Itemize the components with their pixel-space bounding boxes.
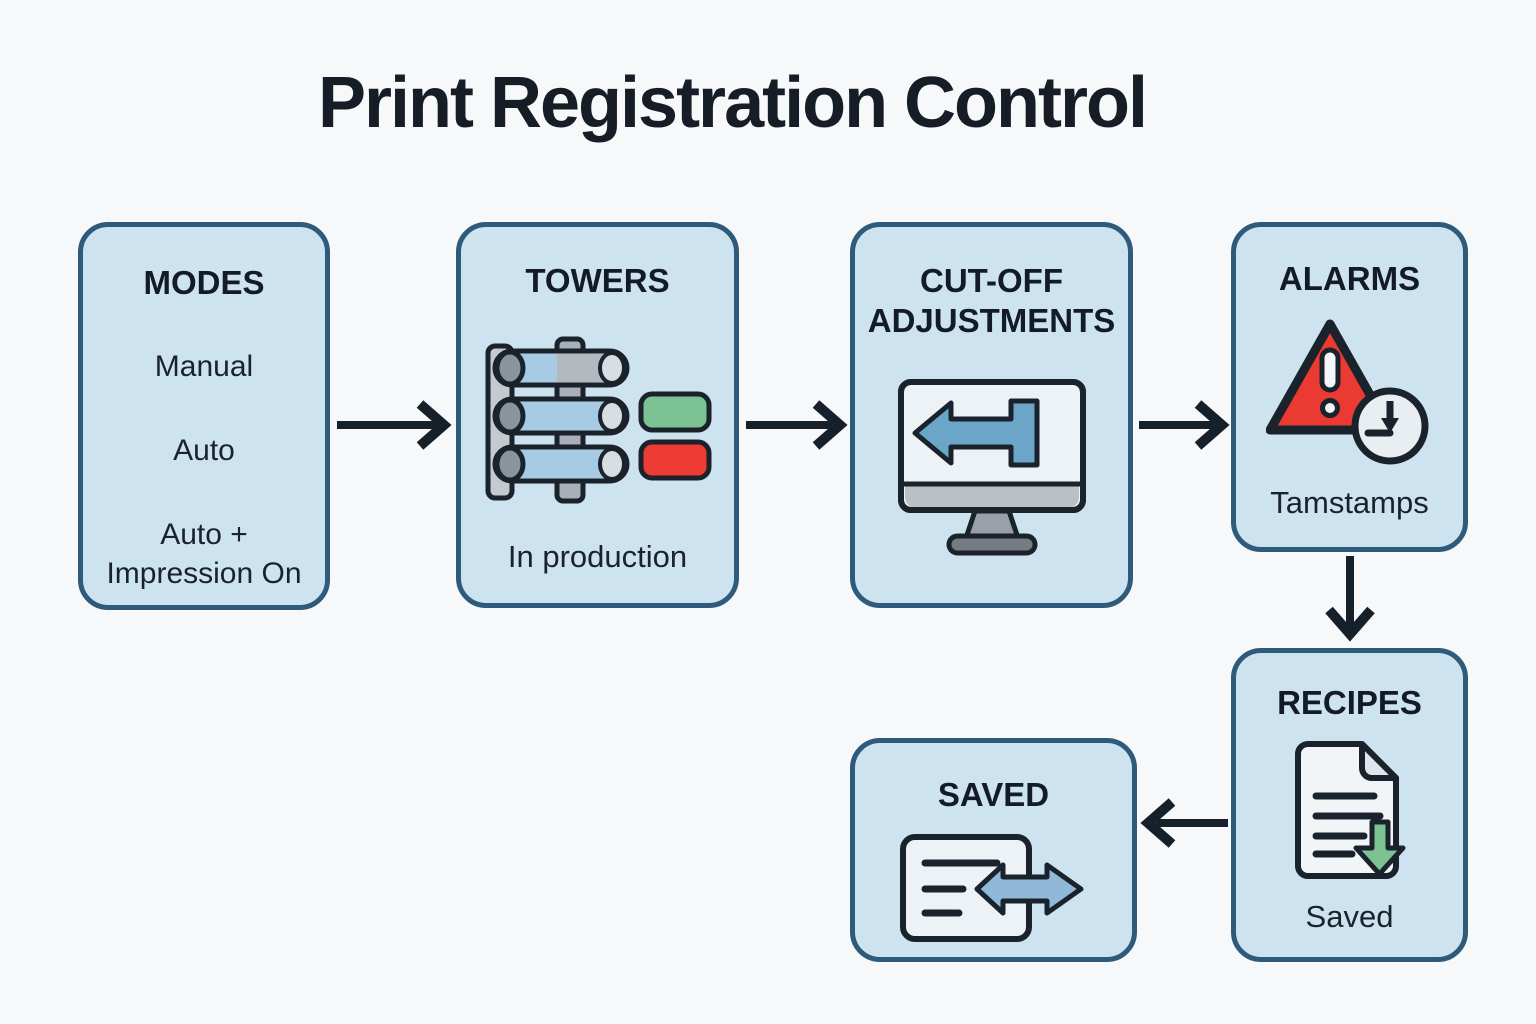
node-modes: MODES Manual Auto Auto + Impression On [78, 222, 330, 610]
alarms-caption: Tamstamps [1270, 485, 1429, 520]
transfer-arrow [974, 862, 1083, 916]
modes-title: MODES [143, 264, 265, 301]
status-ok-pill [638, 391, 711, 433]
monitor-cutoff-arrow-icon [897, 378, 1087, 556]
node-towers: TOWERS [456, 222, 739, 608]
press-towers-icon [483, 336, 713, 504]
document-download-icon [1292, 740, 1407, 882]
node-recipes: RECIPES Saved [1231, 648, 1468, 962]
recipes-caption: Saved [1305, 899, 1394, 934]
warning-clock-icon [1265, 316, 1434, 468]
modes-item-auto-impression: Auto + Impression On [106, 518, 302, 591]
node-cutoff-adjustments: CUT-OFF ADJUSTMENTS [850, 222, 1133, 608]
node-alarms: ALARMS Tamstamps [1231, 222, 1468, 552]
towers-caption: In production [507, 539, 688, 574]
recipes-title: RECIPES [1277, 684, 1422, 721]
node-saved: SAVED [850, 738, 1137, 962]
saved-title: SAVED [937, 776, 1050, 813]
arrow-alarms-to-recipes [1325, 556, 1375, 642]
alarms-title: ALARMS [1278, 260, 1421, 297]
arrow-towers-to-cutoff [746, 400, 848, 450]
arrow-recipes-to-saved [1140, 798, 1228, 848]
card-transfer-icon [899, 833, 1089, 945]
arrow-cutoff-to-alarms [1139, 400, 1230, 450]
download-arrow [1353, 819, 1406, 877]
modes-item-auto: Auto [173, 434, 235, 468]
modes-item-manual: Manual [154, 350, 254, 384]
modes-items: Manual Auto Auto + Impression On [92, 347, 317, 593]
cutoff-direction-arrow [912, 398, 1039, 467]
arrow-modes-to-towers [337, 400, 452, 450]
cutoff-title: CUT-OFF ADJUSTMENTS [867, 262, 1116, 340]
status-error-pill [638, 439, 711, 481]
page-title: Print Registration Control [318, 63, 1148, 143]
towers-title: TOWERS [525, 262, 670, 299]
